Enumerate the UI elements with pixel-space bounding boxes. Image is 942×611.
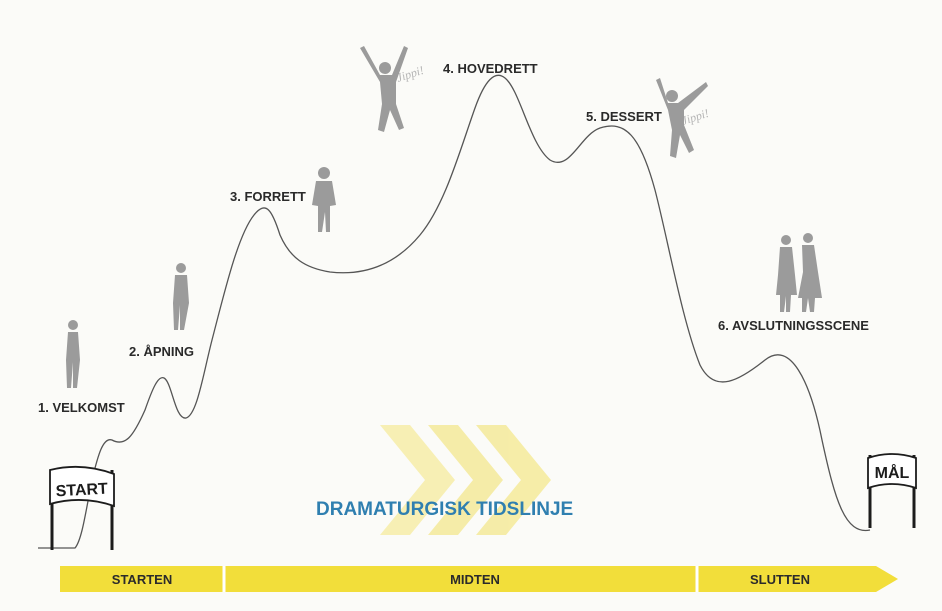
person-silhouette-icon <box>173 263 189 330</box>
stage-label-dessert: 5. DESSERT <box>586 109 662 124</box>
stage-label-velkomst: 1. VELKOMST <box>38 400 125 415</box>
jumping-person-silhouette-icon <box>360 46 408 132</box>
jumping-person-silhouette-icon <box>656 78 708 158</box>
phase-label-midten: MIDTEN <box>450 572 500 587</box>
stage-label-hovedrett: 4. HOVEDRETT <box>443 61 538 76</box>
chevron-arrows-icon <box>380 425 551 535</box>
finish-flag-icon <box>867 453 917 528</box>
stage-label-apning: 2. ÅPNING <box>129 344 194 359</box>
person-silhouette-icon <box>66 320 80 388</box>
couple-silhouette-icon <box>776 233 822 312</box>
person-silhouette-icon <box>312 167 336 232</box>
stage-label-avslutningsscene: 6. AVSLUTNINGSSCENE <box>718 318 869 333</box>
diagram-title: DRAMATURGISK TIDSLINJE <box>316 499 573 520</box>
phase-bar <box>60 566 898 592</box>
start-flag-icon <box>49 465 115 550</box>
finish-flag-label: MÅL <box>875 463 910 482</box>
start-flag-label: START <box>55 481 108 501</box>
phase-label-starten: STARTEN <box>112 572 172 587</box>
dramatic-arc-curve <box>38 74 871 549</box>
phase-label-slutten: SLUTTEN <box>750 572 810 587</box>
stage-label-forrett: 3. FORRETT <box>230 189 306 204</box>
